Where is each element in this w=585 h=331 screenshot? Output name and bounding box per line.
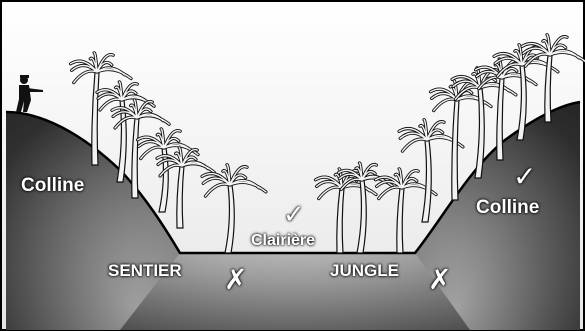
label-jungle: JUNGLE [330, 262, 399, 279]
label-clearing: Clairière [251, 233, 315, 249]
label-path: SENTIER [108, 262, 182, 279]
cross-mark-jungle: ✗ [428, 266, 451, 294]
label-hill-left: Colline [21, 176, 84, 195]
cross-mark-path: ✗ [224, 266, 247, 294]
label-hill-right: Colline [476, 198, 539, 217]
check-mark-clearing: ✓ [283, 202, 305, 228]
check-mark-hill-right: ✓ [513, 163, 536, 191]
